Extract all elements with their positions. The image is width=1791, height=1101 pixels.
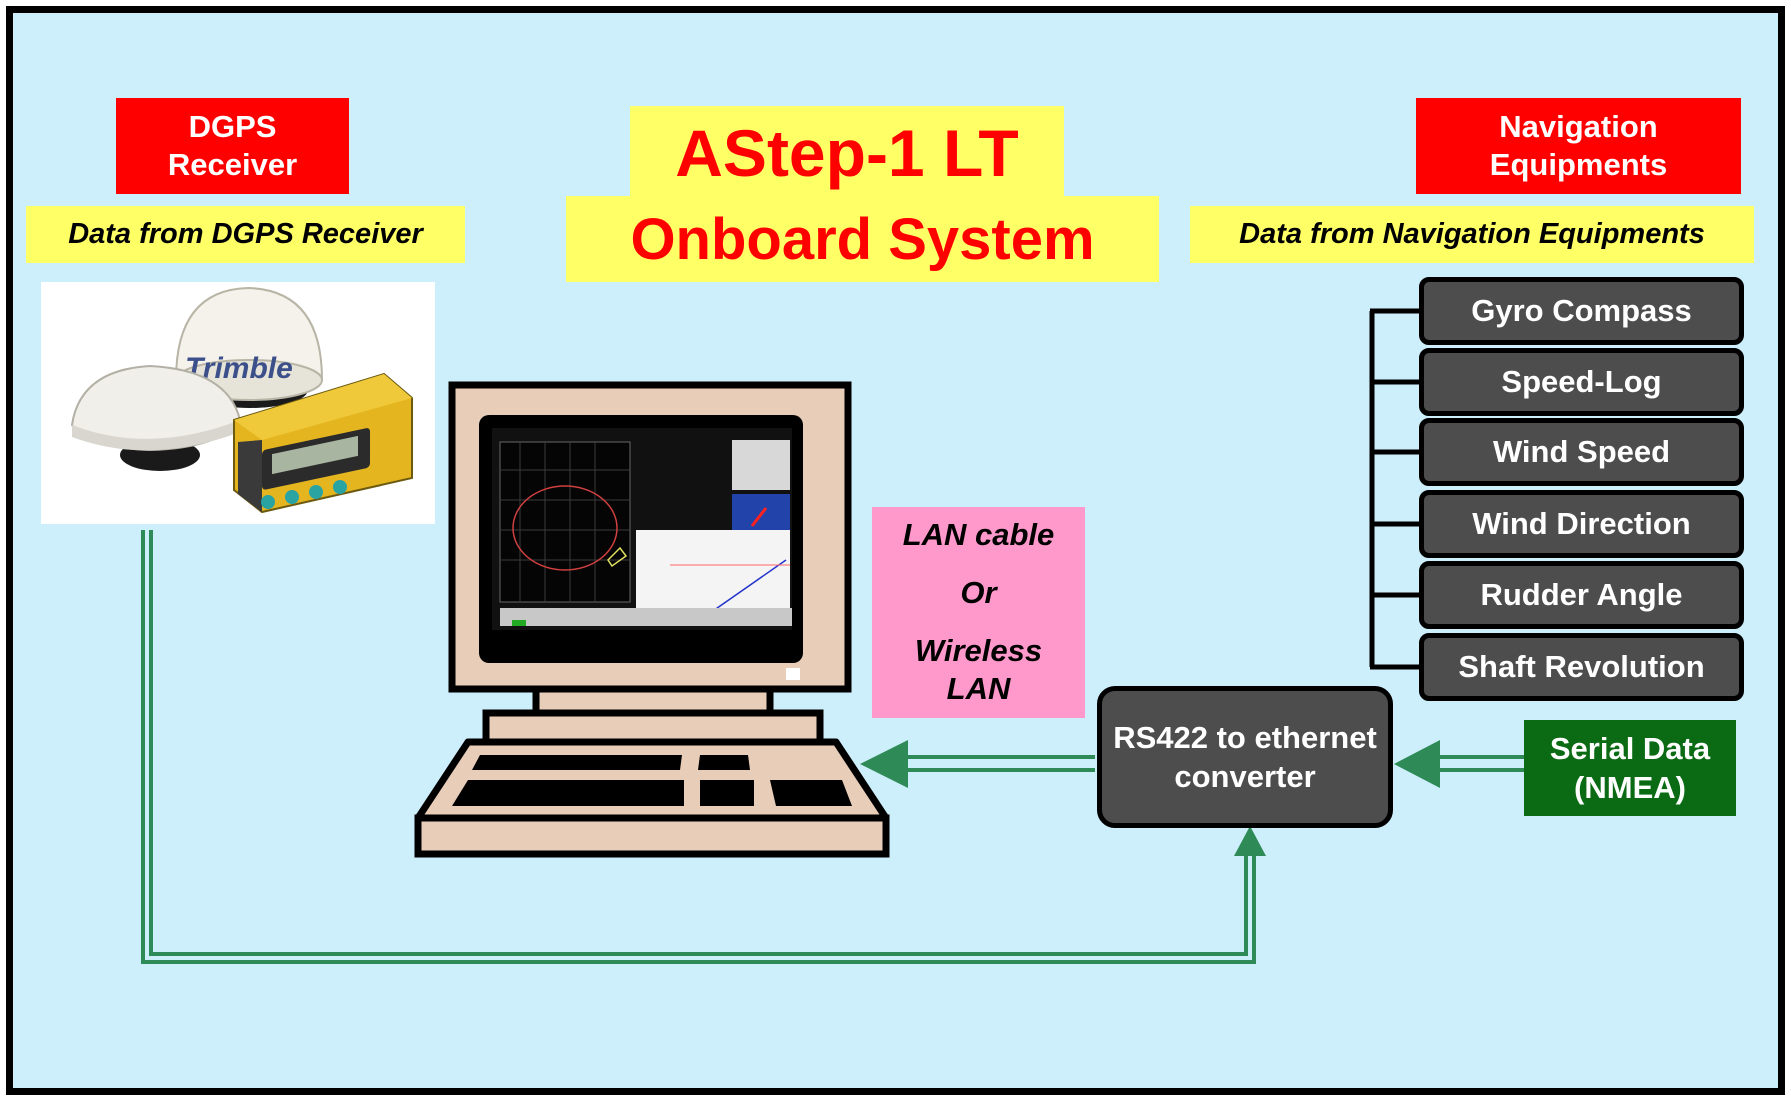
lan-link-box: LAN cable Or Wireless LAN: [872, 507, 1085, 718]
arrow-heads: [860, 740, 1440, 856]
lan-or-label: Or: [960, 575, 997, 610]
serial-label-line1: Serial Data: [1549, 731, 1711, 766]
navigation-bracket: [1369, 308, 1420, 670]
connector-lines: [141, 530, 1525, 964]
nav-item-gyro-compass: Gyro Compass: [1419, 277, 1744, 345]
arrow-to-computer-icon: [860, 740, 908, 788]
wireless-label: Wireless: [914, 633, 1043, 668]
nav-item-shaft-revolution: Shaft Revolution: [1419, 633, 1744, 701]
serial-label-line2: (NMEA): [1574, 770, 1686, 805]
lan-label: LAN: [946, 671, 1011, 706]
nav-item-wind-speed: Wind Speed: [1419, 418, 1744, 486]
title-line2: Onboard System: [566, 196, 1159, 282]
converter-label-line2: converter: [1174, 759, 1316, 794]
serial-data-nmea-box: Serial Data (NMEA): [1524, 720, 1736, 816]
navigation-equipments-header: Navigation Equipments: [1416, 98, 1741, 194]
dgps-receiver-header: DGPS Receiver: [116, 98, 349, 194]
dgps-device-image: Trimble: [41, 282, 435, 524]
converter-label-line1: RS422 to ethernet: [1113, 720, 1377, 755]
arrow-to-converter-icon: [1394, 740, 1440, 788]
nav-item-rudder-angle: Rudder Angle: [1419, 561, 1744, 629]
rs422-ethernet-converter: RS422 to ethernet converter: [1097, 686, 1393, 828]
nav-item-wind-direction: Wind Direction: [1419, 490, 1744, 558]
title-line1: AStep-1 LT: [630, 106, 1064, 200]
computer-illustration: [414, 381, 890, 858]
navigation-data-label: Data from Navigation Equipments: [1190, 206, 1754, 263]
lan-cable-label: LAN cable: [902, 517, 1055, 552]
nav-item-speed-log: Speed-Log: [1419, 348, 1744, 416]
arrow-up-to-converter-icon: [1234, 826, 1266, 856]
dgps-data-label: Data from DGPS Receiver: [26, 206, 465, 263]
